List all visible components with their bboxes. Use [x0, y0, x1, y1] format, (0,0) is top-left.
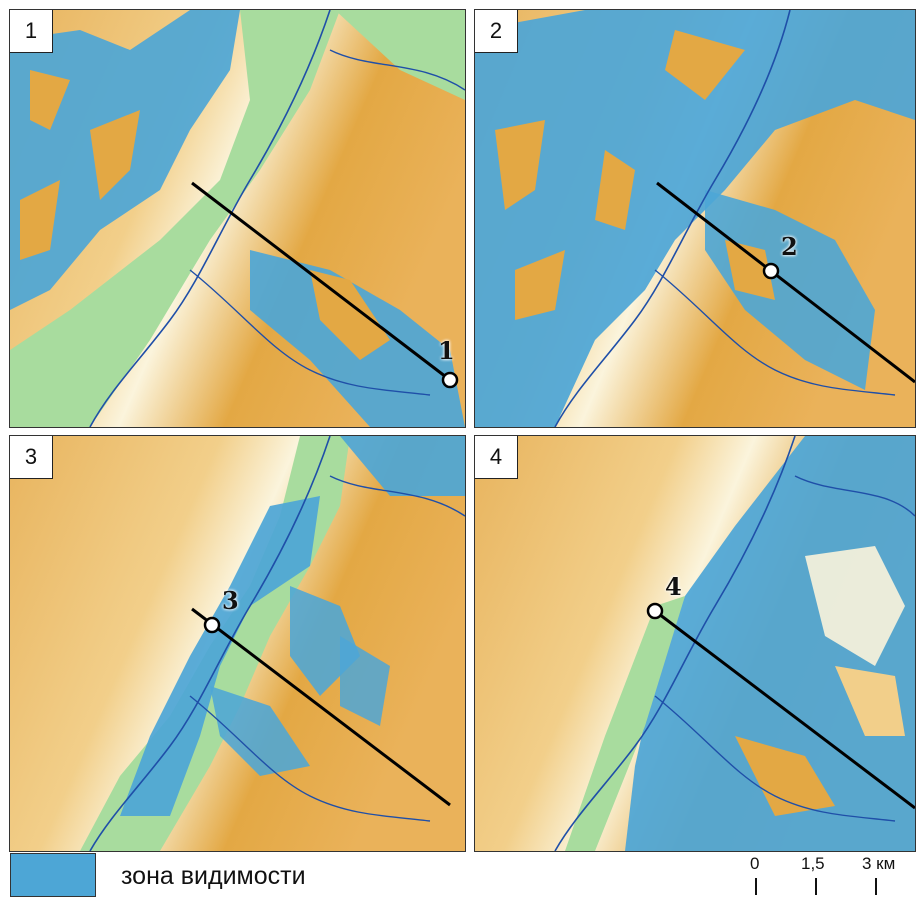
- scale-tick: [815, 878, 817, 895]
- observer-point: [762, 262, 780, 280]
- map-4-svg: [475, 436, 915, 851]
- profile-line: [656, 181, 915, 384]
- highland-area: [20, 70, 140, 260]
- map-3-svg: [10, 436, 465, 851]
- legend-swatch-visibility: [10, 853, 96, 897]
- valley-area: [565, 596, 685, 851]
- river: [654, 269, 896, 396]
- map-panel-2: 2 2: [474, 9, 916, 428]
- panel-label: 4: [475, 436, 518, 479]
- visibility-zone: [475, 10, 915, 427]
- observer-label: 4: [665, 572, 682, 601]
- river: [89, 10, 331, 427]
- observer-point: [203, 616, 221, 634]
- river: [329, 49, 465, 91]
- river: [654, 695, 896, 822]
- river: [189, 269, 431, 396]
- river: [189, 695, 431, 822]
- highland-area: [495, 120, 635, 320]
- map-1-svg: [10, 10, 465, 427]
- map-panel-3: 3 3: [9, 435, 466, 852]
- scale-tick-label-0: 0: [750, 854, 760, 873]
- highland-area: [665, 30, 745, 100]
- observer-label: 3: [222, 586, 239, 615]
- visibility-zone: [705, 190, 875, 390]
- valley-area: [10, 10, 340, 427]
- river: [794, 475, 915, 517]
- visibility-zone: [210, 686, 310, 776]
- panel-label: 2: [475, 10, 518, 53]
- highland-area: [735, 736, 835, 816]
- observer-point: [441, 371, 459, 389]
- panel-label: 3: [10, 436, 53, 479]
- ridge-area: [805, 546, 905, 666]
- map-2-svg: [475, 10, 915, 427]
- river: [89, 436, 331, 851]
- scale-tick: [755, 878, 757, 895]
- profile-line: [191, 181, 451, 382]
- map-panel-4: 4 4: [474, 435, 916, 852]
- visibility-zone: [625, 436, 915, 851]
- scale-tick: [875, 878, 877, 895]
- valley-area: [335, 10, 465, 100]
- profile-line: [191, 607, 451, 807]
- highland-area: [835, 666, 905, 736]
- visibility-zone: [340, 436, 465, 496]
- river: [329, 475, 465, 517]
- panel-label: 1: [10, 10, 53, 53]
- highland-area: [725, 240, 775, 300]
- scale-tick-label-1: 1,5: [801, 854, 825, 873]
- visibility-zone: [120, 496, 320, 816]
- visibility-zone: [340, 636, 390, 726]
- river: [554, 10, 791, 427]
- river: [554, 436, 796, 851]
- highland-area: [310, 270, 390, 360]
- observer-label: 2: [781, 232, 798, 261]
- observer-point: [646, 602, 664, 620]
- observer-label: 1: [438, 336, 455, 365]
- scale-tick-label-2: 3 км: [862, 854, 896, 873]
- profile-line: [654, 609, 915, 810]
- map-panel-1: 1 1: [9, 9, 466, 428]
- legend-label-visibility: зона видимости: [121, 862, 306, 890]
